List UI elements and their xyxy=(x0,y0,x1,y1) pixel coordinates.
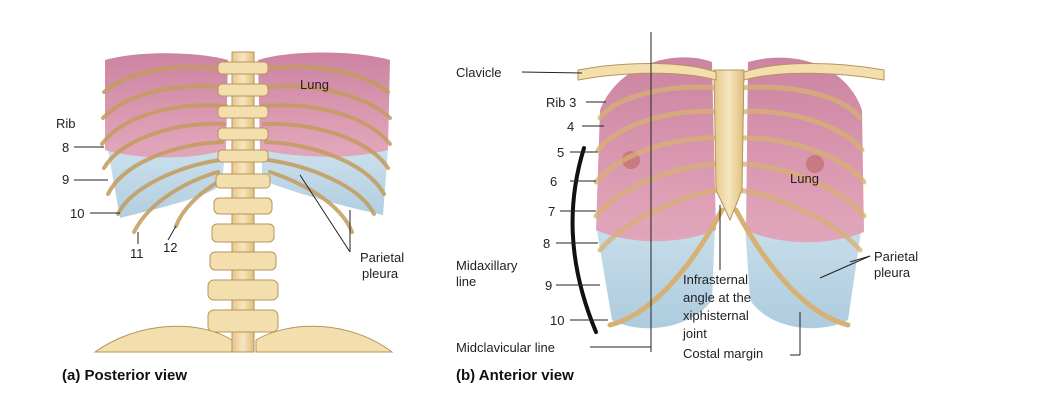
midaxillary-line xyxy=(570,146,598,334)
anterior-pleura-left xyxy=(596,225,715,329)
anterior-pleura-right xyxy=(745,225,862,329)
label-clavicle: Clavicle xyxy=(456,65,502,80)
label-rib-12: 12 xyxy=(163,240,178,255)
anterior-clavicle-right xyxy=(743,63,885,81)
anterior-view-illustration xyxy=(577,57,885,329)
caption-posterior-view: (a) Posterior view xyxy=(62,367,188,384)
label-costal-margin: Costal margin xyxy=(683,346,764,361)
label-rib-8: 8 xyxy=(62,140,70,155)
anterior-sternum xyxy=(713,69,745,222)
label-ant-rib-6: 6 xyxy=(550,174,558,189)
label-ant-rib-9: 9 xyxy=(545,278,553,293)
label-rib-3: Rib 3 xyxy=(546,95,577,110)
label-posterior-pleura: pleura xyxy=(362,266,399,281)
label-ant-rib-7: 7 xyxy=(548,204,556,219)
label-rib-11: 11 xyxy=(130,246,144,261)
label-midclavicular-line: Midclavicular line xyxy=(456,340,555,355)
label-infrasternal-2: angle at the xyxy=(683,290,751,305)
label-rib-10: 10 xyxy=(70,206,85,221)
label-infrasternal-1: Infrasternal xyxy=(683,272,749,287)
posterior-lung-right xyxy=(258,52,390,157)
label-infrasternal-4: joint xyxy=(683,326,707,341)
posterior-pelvis xyxy=(93,325,233,353)
label-ant-rib-4: 4 xyxy=(567,119,575,134)
label-rib: Rib xyxy=(56,116,76,131)
label-posterior-lung: Lung xyxy=(300,77,329,92)
label-infrasternal-3: xiphisternal xyxy=(683,308,749,323)
posterior-ribs-left xyxy=(100,64,230,234)
posterior-pleura-left xyxy=(108,150,225,218)
anterior-leader-lines xyxy=(521,71,871,356)
posterior-ribs-right xyxy=(258,64,392,234)
label-ant-rib-8: 8 xyxy=(543,236,551,251)
label-anterior-parietal: Parietal xyxy=(874,249,919,264)
label-ant-rib-5: 5 xyxy=(557,145,565,160)
label-ant-rib-10: 10 xyxy=(550,313,565,328)
posterior-vertebral-column xyxy=(207,51,279,353)
posterior-leader-lines xyxy=(74,146,351,253)
anterior-ribs xyxy=(593,84,867,253)
label-anterior-lung: Lung xyxy=(790,171,819,186)
label-midaxillary: Midaxillary xyxy=(456,258,518,273)
label-anterior-pleura: pleura xyxy=(874,265,911,280)
posterior-view-illustration xyxy=(93,51,394,353)
label-rib-9: 9 xyxy=(62,172,70,187)
posterior-lung-left xyxy=(105,53,228,158)
anterior-costal-margin xyxy=(607,207,851,328)
label-posterior-parietal: Parietal xyxy=(360,250,405,265)
label-midaxillary-line: line xyxy=(456,274,477,289)
anterior-clavicle-left xyxy=(577,63,717,81)
caption-anterior-view: (b) Anterior view xyxy=(456,367,574,384)
